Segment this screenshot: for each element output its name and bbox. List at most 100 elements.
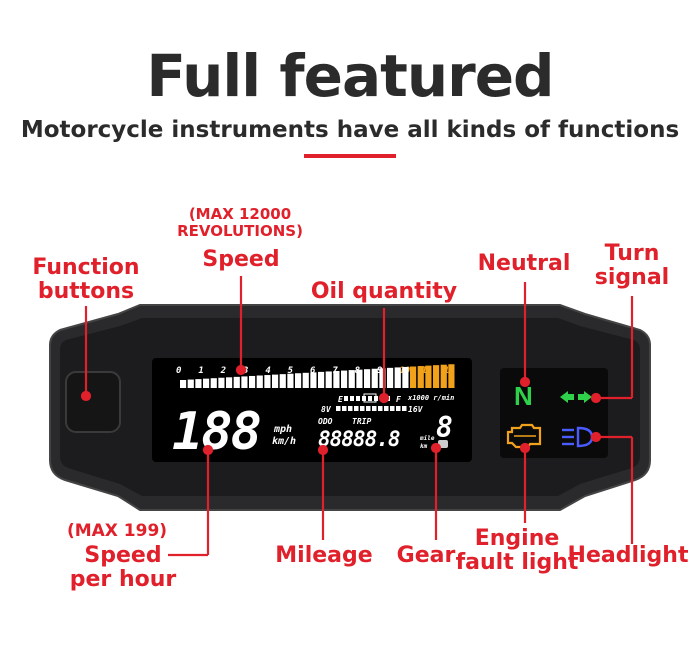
rpm-segment: [325, 371, 332, 388]
voltage-segment: [372, 406, 377, 411]
voltage-segment: [348, 406, 353, 411]
fuel-segment: [356, 396, 360, 401]
rpm-segment: [364, 369, 371, 388]
speed-unit-mph: mph: [273, 424, 292, 435]
voltage-segment: [366, 406, 371, 411]
rpm-segment: [218, 377, 225, 388]
voltage-segment: [342, 406, 347, 411]
callout-gear: Gear: [396, 543, 456, 568]
voltage-segment: [354, 406, 359, 411]
rpm-segment: [448, 364, 455, 388]
rpm-tick-label: 0: [176, 366, 182, 376]
rpm-segment: [417, 366, 424, 388]
mileage-readout: 88888.8: [318, 427, 400, 451]
function-button[interactable]: [65, 371, 121, 433]
rpm-segment: [433, 365, 440, 388]
rpm-segment: [440, 364, 447, 388]
voltage-segment: [384, 406, 389, 411]
rpm-bar: [180, 364, 455, 388]
rpm-segment: [241, 376, 248, 388]
speed-unit-kmh: km/h: [272, 436, 296, 447]
voltage-segment: [396, 406, 401, 411]
neutral-indicator: N: [514, 381, 533, 411]
fuel-segment: [344, 396, 348, 401]
rpm-segment: [341, 370, 348, 388]
rpm-segment: [180, 380, 187, 388]
rpm-segment: [210, 378, 217, 388]
rpm-segment: [302, 372, 309, 388]
voltage-high-label: 16V: [408, 405, 424, 414]
voltage-low-label: 8V: [321, 405, 332, 414]
turn-signal-icon: [560, 391, 592, 403]
callout-oil-quantity: Oil quantity: [310, 279, 458, 304]
callout-headlight: Headlight: [567, 543, 689, 568]
rpm-segment: [371, 368, 378, 388]
callout-function-buttons-text: Function buttons: [32, 255, 140, 305]
title-underline: [304, 154, 396, 158]
fuel-empty-label: E: [338, 395, 343, 404]
rpm-segment: [333, 371, 340, 388]
rpm-segment: [348, 370, 355, 388]
callout-speed-note: (MAX 12000 REVOLUTIONS): [164, 206, 316, 239]
rpm-segment: [187, 379, 194, 388]
rpm-segment: [287, 373, 294, 388]
rpm-segment: [279, 374, 286, 388]
voltage-segment: [336, 406, 341, 411]
voltage-segment: [378, 406, 383, 411]
callout-neutral: Neutral: [477, 251, 571, 276]
mileage-unit-mile: mile: [419, 435, 435, 442]
trip-label: TRIP: [352, 417, 371, 426]
rpm-tick-label: 4: [265, 366, 270, 376]
engine-fault-icon: [506, 423, 542, 449]
rpm-tick-label: 6: [310, 366, 316, 376]
fuel-segment: [362, 396, 366, 401]
rpm-segment: [410, 366, 417, 388]
rpm-segment: [295, 373, 302, 388]
callout-turn-signal-text: Turn signal: [594, 241, 670, 291]
callout-speed: Speed: [202, 247, 280, 272]
rpm-segment: [272, 374, 279, 388]
callout-mileage: Mileage: [275, 543, 373, 568]
rpm-segment: [425, 365, 432, 388]
rpm-segment: [203, 378, 210, 388]
rpm-segment: [318, 371, 325, 388]
callout-engine-fault-light: Engine fault light: [452, 526, 582, 576]
rpm-segment: [249, 375, 256, 388]
callout-function-buttons: Function buttons: [24, 255, 148, 305]
callout-speed-note-text: (MAX 12000 REVOLUTIONS): [177, 205, 303, 240]
rpm-unit-label: x1000 r/min: [407, 394, 454, 402]
voltage-segment: [402, 406, 407, 411]
rpm-segment: [264, 375, 271, 388]
callout-engine-fault-light-text: Engine fault light: [455, 526, 579, 576]
rpm-tick-label: 1: [198, 366, 203, 376]
fuel-segment: [368, 396, 372, 401]
callout-turn-signal: Turn signal: [584, 241, 680, 291]
rpm-segment: [387, 367, 394, 388]
gear-readout: 8: [436, 411, 453, 444]
rpm-tick-label: 2: [220, 366, 226, 376]
mileage-unit-km: km: [420, 443, 428, 450]
odo-label: ODO: [318, 417, 333, 426]
speed-readout: 188: [172, 402, 260, 462]
rpm-segment: [402, 366, 409, 388]
rpm-segment: [256, 375, 263, 388]
callout-speed-per-hour-text: Speed per hour: [69, 543, 177, 593]
fuel-segment: [374, 396, 378, 401]
rpm-segment: [226, 377, 233, 388]
callout-lines: [80, 276, 634, 557]
rpm-segment: [394, 367, 401, 388]
fuel-full-label: F: [396, 395, 401, 404]
rpm-segment: [379, 368, 386, 388]
voltage-segment: [390, 406, 395, 411]
page-title: Full featured: [146, 42, 554, 110]
rpm-segment: [310, 372, 317, 388]
rpm-segment: [195, 379, 202, 388]
rpm-segment: [356, 369, 363, 388]
callout-speed-per-hour-note: (MAX 199): [66, 521, 168, 541]
rpm-segment: [233, 376, 240, 388]
voltage-bar: [336, 406, 407, 411]
fuel-segment: [350, 396, 354, 401]
callout-speed-per-hour: Speed per hour: [60, 543, 186, 593]
rpm-tick-label: 5: [288, 366, 294, 376]
